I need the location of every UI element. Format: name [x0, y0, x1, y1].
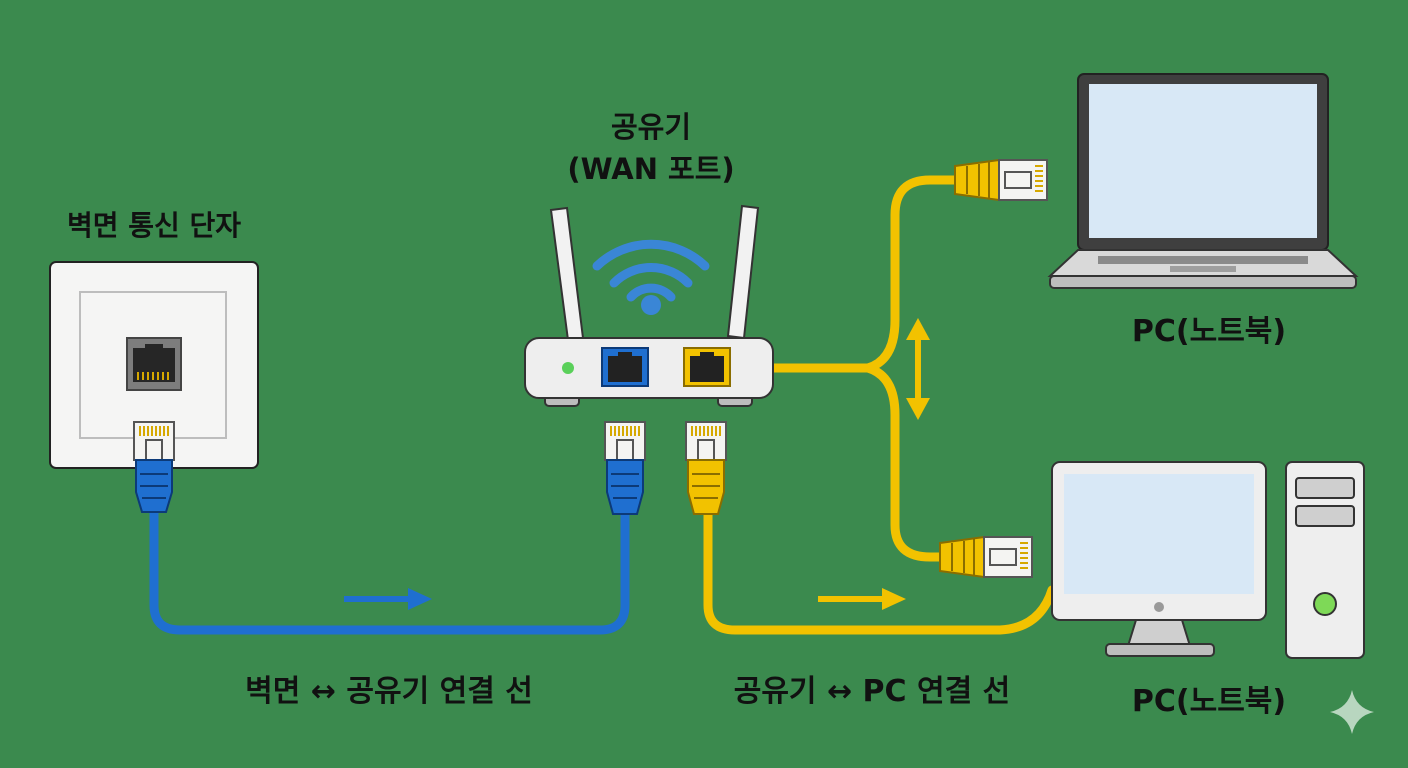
- arrow-updown-icon: [906, 318, 930, 420]
- desktop-pc-icon: [1051, 461, 1365, 659]
- wall-jack-icon: [49, 261, 259, 469]
- desktop-label: PC(노트북): [1131, 684, 1287, 719]
- router-title: 공유기: [610, 110, 692, 144]
- laptop-icon: [1047, 73, 1359, 289]
- laptop-label: PC(노트북): [1131, 314, 1287, 349]
- router-subtitle: (WAN 포트): [567, 152, 735, 186]
- rj45-plug-icon: [604, 421, 646, 515]
- wall-to-router-label: 벽면 ↔ 공유기 연결 선: [245, 674, 533, 709]
- wifi-router-icon: [524, 204, 774, 407]
- rj45-plug-icon: [954, 158, 1048, 202]
- rj45-plug-icon: [685, 421, 727, 515]
- arrow-right-icon: [818, 588, 906, 610]
- arrow-right-icon: [344, 588, 432, 610]
- sparkle-icon: [1330, 690, 1374, 734]
- lan-cable-branch-up: [863, 175, 967, 373]
- wifi-signal-icon: [592, 239, 710, 302]
- rj45-plug-icon: [133, 421, 175, 513]
- lan-cable-to-desktop: [703, 507, 1057, 635]
- router-to-pc-label: 공유기 ↔ PC 연결 선: [733, 674, 1011, 709]
- lan-cable-branch-down: [863, 363, 953, 562]
- rj45-plug-icon: [939, 535, 1033, 579]
- wan-cable: [149, 505, 630, 635]
- wall-jack-label: 벽면 통신 단자: [66, 209, 242, 242]
